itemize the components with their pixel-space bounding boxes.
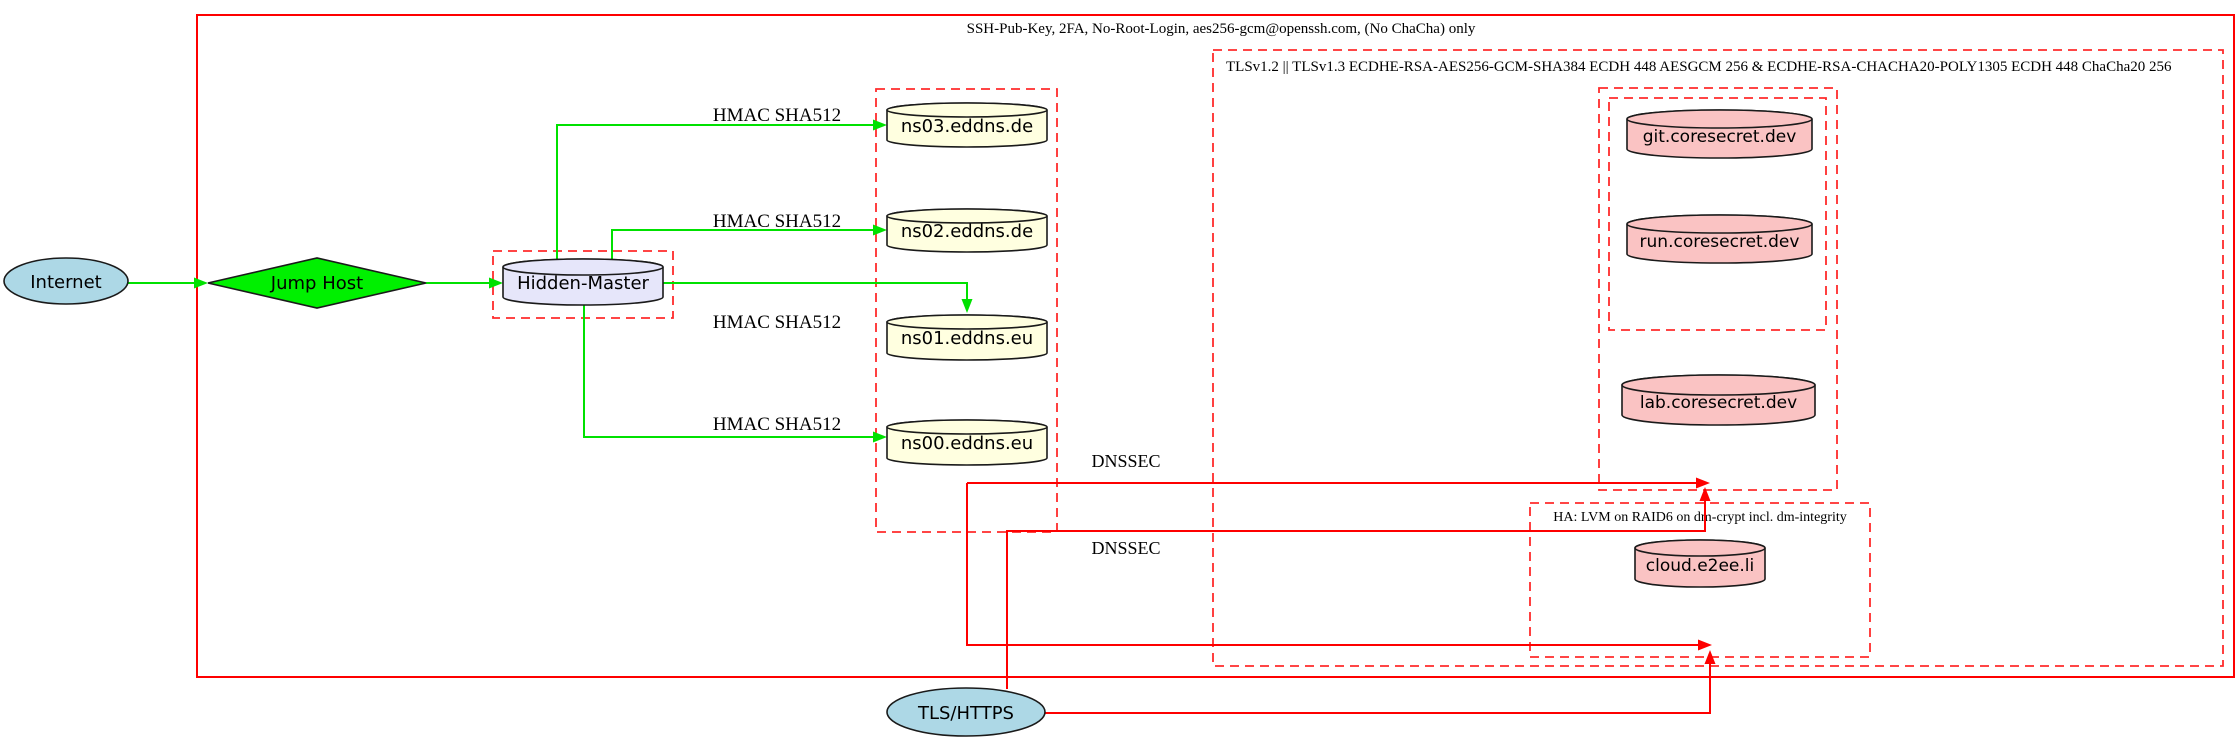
arrowhead-up-icon <box>1704 650 1716 664</box>
node-run: run.coresecret.dev <box>1626 214 1813 264</box>
node-tls-https: TLS/HTTPS <box>886 687 1046 737</box>
cluster-ha-label: HA: LVM on RAID6 on dm-crypt incl. dm-in… <box>1553 510 1846 525</box>
arrowhead-up-icon <box>1699 487 1711 501</box>
edge-internet-to-jumphost <box>128 277 208 289</box>
cloud-cylinder-lid <box>1634 539 1766 557</box>
cluster-ssh-label: SSH-Pub-Key, 2FA, No-Root-Login, aes256-… <box>967 21 1476 37</box>
edge-tlshttps-to-coresecret <box>1006 487 1711 689</box>
edge-hiddenmaster-to-ns00 <box>583 300 887 443</box>
hidden-master-cylinder-lid <box>502 258 664 276</box>
edge-hiddenmaster-to-ns03 <box>556 119 887 265</box>
node-internet: Internet <box>3 257 129 305</box>
ns01-cylinder-lid <box>886 314 1048 330</box>
arrowhead-right-icon <box>873 431 887 443</box>
node-git-label: git.coresecret.dev <box>1643 127 1797 147</box>
lab-cylinder-lid <box>1621 374 1816 396</box>
node-ns00-label: ns00.eddns.eu <box>901 433 1033 454</box>
ns00-cylinder-lid <box>886 419 1048 435</box>
cluster-tls-label: TLSv1.2 || TLSv1.3 ECDHE-RSA-AES256-GCM-… <box>1226 59 2172 75</box>
edge-hiddenmaster-to-ns02 <box>611 224 887 264</box>
ns03-cylinder-lid <box>886 102 1048 118</box>
edge-label-dnssec-2: DNSSEC <box>1091 538 1160 558</box>
arrowhead-right-icon <box>194 277 208 289</box>
git-cylinder-lid <box>1626 109 1813 129</box>
node-lab-label: lab.coresecret.dev <box>1640 393 1797 413</box>
tls-https-ellipse <box>886 687 1046 737</box>
edge-label-hmac-ns00: HMAC SHA512 <box>713 414 841 435</box>
edge-jumphost-to-hiddenmaster <box>426 277 503 289</box>
node-cloud: cloud.e2ee.li <box>1634 539 1766 588</box>
cluster-coresecret-outer-box <box>1598 87 1838 491</box>
arrowhead-right-icon <box>873 224 887 236</box>
cluster-ssh-box <box>196 14 2235 678</box>
node-cloud-label: cloud.e2ee.li <box>1646 556 1754 576</box>
arrowhead-right-icon <box>1696 477 1710 489</box>
internet-ellipse <box>3 257 129 305</box>
node-ns02-label: ns02.eddns.de <box>901 221 1033 242</box>
node-jump-host-label: Jump Host <box>270 273 363 294</box>
cluster-ha-box <box>1529 502 1871 658</box>
ns02-cylinder-lid <box>886 208 1048 224</box>
node-tls-https-label: TLS/HTTPS <box>917 703 1014 724</box>
node-hidden-master-label: Hidden-Master <box>517 273 649 294</box>
node-git: git.coresecret.dev <box>1626 109 1813 159</box>
arrowhead-right-icon <box>873 119 887 131</box>
edge-hiddenmaster-to-ns01 <box>663 282 973 313</box>
edge-dnssec-to-ha <box>966 483 1712 651</box>
edge-label-hmac-ns03: HMAC SHA512 <box>713 105 841 126</box>
node-hidden-master: Hidden-Master <box>502 258 664 306</box>
arrowhead-right-icon <box>489 277 503 289</box>
edge-dnssec-to-coresecret <box>967 477 1710 489</box>
edge-label-hmac-ns02: HMAC SHA512 <box>713 211 841 232</box>
node-internet-label: Internet <box>30 272 101 293</box>
cluster-coresecret-inner-box <box>1608 97 1827 331</box>
edge-label-dnssec-1: DNSSEC <box>1091 451 1160 471</box>
node-ns01-label: ns01.eddns.eu <box>901 328 1033 349</box>
node-lab: lab.coresecret.dev <box>1621 374 1816 426</box>
node-run-label: run.coresecret.dev <box>1640 232 1800 252</box>
arrowhead-down-icon <box>961 299 973 313</box>
node-jump-host: Jump Host <box>207 257 427 309</box>
node-ns00: ns00.eddns.eu <box>886 419 1048 466</box>
run-cylinder-lid <box>1626 214 1813 234</box>
node-ns01: ns01.eddns.eu <box>886 314 1048 361</box>
node-ns03: ns03.eddns.de <box>886 102 1048 148</box>
cluster-eddns-box <box>875 88 1058 533</box>
arrowhead-right-icon <box>1698 639 1712 651</box>
edge-tlshttps-to-cloud <box>1044 650 1716 714</box>
cluster-tls-box <box>1212 49 2224 667</box>
node-ns02: ns02.eddns.de <box>886 208 1048 253</box>
node-ns03-label: ns03.eddns.de <box>901 116 1033 137</box>
edge-label-hmac-ns01: HMAC SHA512 <box>713 312 841 333</box>
jump-host-diamond <box>207 257 427 309</box>
